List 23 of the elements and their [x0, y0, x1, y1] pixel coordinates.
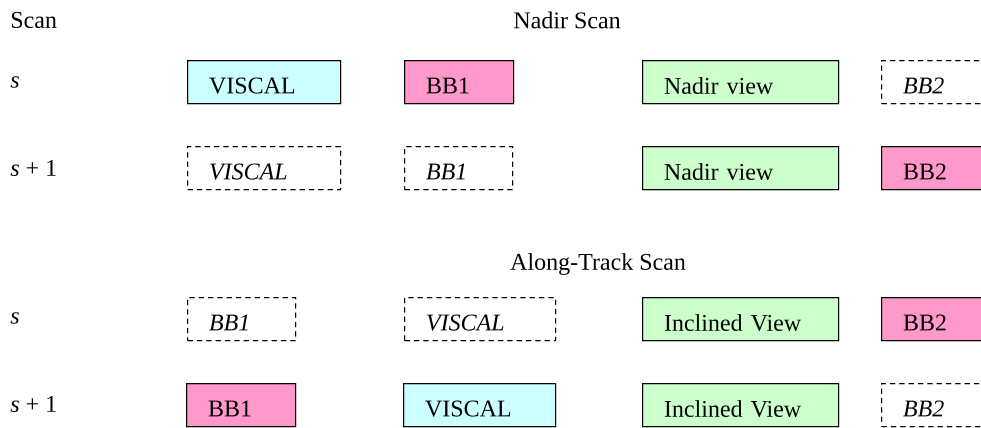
heading: Along-Track Scan — [510, 253, 686, 275]
scan-box: Nadir view — [642, 146, 840, 190]
row-label: s + 1 — [10, 396, 56, 412]
scan-box: BB2 — [881, 296, 981, 342]
scan-box: Inclined View — [642, 296, 840, 342]
scan-box: VISCAL — [187, 146, 342, 190]
scan-box: VISCAL — [403, 382, 556, 428]
scan-box: BB1 — [404, 60, 514, 104]
scan-box: Inclined View — [642, 382, 840, 428]
scan-box: BB1 — [404, 146, 514, 190]
scan-box: BB2 — [881, 382, 981, 428]
scan-box: BB2 — [881, 60, 981, 104]
heading: Nadir Scan — [514, 12, 620, 28]
scan-box: Nadir view — [642, 60, 840, 104]
row-label: s — [10, 76, 19, 88]
scan-box: BB2 — [881, 146, 981, 190]
scan-box: BB1 — [187, 296, 296, 342]
scan-box: BB1 — [186, 382, 296, 428]
row-label: s — [10, 312, 19, 324]
scan-box: VISCAL — [187, 60, 342, 104]
heading: Scan — [12, 12, 57, 28]
row-label: s + 1 — [10, 160, 56, 176]
scan-box: VISCAL — [404, 296, 556, 342]
